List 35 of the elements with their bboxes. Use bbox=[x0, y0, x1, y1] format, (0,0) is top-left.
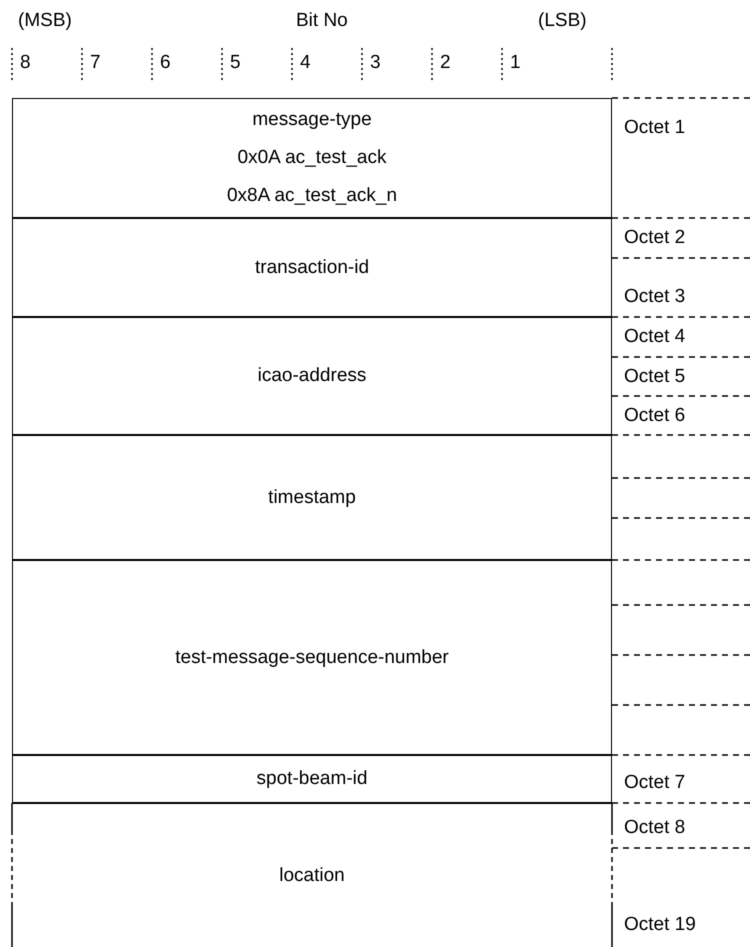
header-label: Bit No bbox=[296, 10, 348, 32]
bit-number: 1 bbox=[510, 52, 521, 74]
bit-number: 4 bbox=[300, 52, 311, 74]
field-name: timestamp bbox=[268, 486, 356, 510]
octet-label: Octet 19 bbox=[624, 914, 696, 936]
octet-label: Octet 4 bbox=[624, 326, 686, 348]
field-name: icao-address bbox=[258, 364, 366, 388]
field-box bbox=[12, 218, 612, 317]
field-value: 0x0A ac_test_ack bbox=[238, 146, 386, 170]
field-name: test-message-sequence-number bbox=[175, 646, 449, 670]
bit-number: 8 bbox=[20, 52, 31, 74]
bit-number: 7 bbox=[90, 52, 101, 74]
field-box bbox=[12, 98, 612, 218]
octet-label: Octet 6 bbox=[624, 405, 686, 427]
bit-number: 6 bbox=[160, 52, 171, 74]
field-box bbox=[12, 560, 612, 755]
octet-label: Octet 5 bbox=[624, 366, 686, 388]
octet-label: Octet 1 bbox=[624, 117, 686, 139]
field-name: message-type bbox=[252, 108, 372, 132]
octet-label: Octet 8 bbox=[624, 817, 686, 839]
field-box bbox=[12, 755, 612, 803]
octet-label: Octet 2 bbox=[624, 227, 686, 249]
field-name: transaction-id bbox=[254, 256, 370, 280]
bit-order-label: (LSB) bbox=[538, 10, 587, 32]
bit-number: 3 bbox=[370, 52, 381, 74]
bit-order-label: (MSB) bbox=[18, 10, 72, 32]
octet-label: Octet 7 bbox=[624, 772, 686, 794]
octet-label: Octet 3 bbox=[624, 286, 686, 308]
field-box bbox=[12, 435, 612, 560]
field-box bbox=[12, 317, 612, 435]
bit-number: 5 bbox=[230, 52, 241, 74]
bit-number: 2 bbox=[440, 52, 451, 74]
field-name: location bbox=[279, 864, 345, 888]
field-value: 0x8A ac_test_ack_n bbox=[226, 184, 398, 208]
field-name: spot-beam-id bbox=[256, 767, 368, 791]
